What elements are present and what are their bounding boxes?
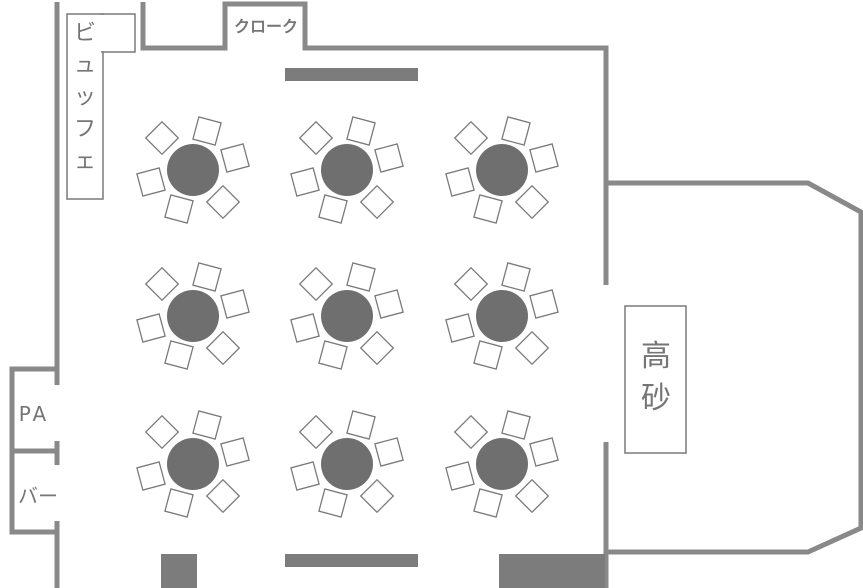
chair [453,266,489,302]
buffet-label-3: ッ [74,85,96,110]
chair [220,289,250,319]
chair [136,167,166,197]
chair [529,143,559,173]
round-table-group [445,410,559,518]
chair [501,116,531,146]
chair [514,330,550,366]
chair [514,184,550,220]
chair [192,410,222,440]
chair [192,262,222,292]
chair [359,184,395,220]
walls [9,1,863,588]
round-table [167,290,219,342]
chair [473,194,503,224]
chair [205,330,241,366]
wall-top-left [140,1,609,285]
buffet-label-2: ュ [74,53,96,78]
chair [220,437,250,467]
chair [359,330,395,366]
chair [318,194,348,224]
chair [164,194,194,224]
chair [514,478,550,514]
chair [205,184,241,220]
chair [298,266,334,302]
chair [374,143,404,173]
round-table-group [136,262,250,370]
bar-label: バー [18,484,58,508]
round-table [321,290,373,342]
buffet-label-4: フ [74,117,96,142]
round-table-group [290,262,404,370]
round-table [476,290,528,342]
wall-bar-room [9,448,57,535]
chair [136,461,166,491]
chair [346,410,376,440]
stage-label-2: 砂 [641,381,671,416]
buffet-counter-extension [101,13,136,53]
chair [529,437,559,467]
pillar-bottom-left [161,554,197,588]
chair [473,340,503,370]
chair [136,313,166,343]
chair [374,437,404,467]
round-table-group [445,116,559,224]
chair [529,289,559,319]
chair [298,414,334,450]
chair [144,120,180,156]
guest-tables [136,116,559,518]
chair [359,478,395,514]
chair [192,116,222,146]
chair [346,262,376,292]
round-table-group [290,410,404,518]
head-table-stage [624,305,687,454]
round-table [476,144,528,196]
chair [445,167,475,197]
chair [453,120,489,156]
round-table [321,438,373,490]
chair [453,414,489,450]
chair [445,313,475,343]
chair [290,461,320,491]
round-table-group [136,116,250,224]
chair [290,167,320,197]
round-table [321,144,373,196]
pillar-bottom-right [499,554,605,588]
round-table [167,438,219,490]
round-table-group [445,262,559,370]
cloak-label: クローク [234,17,298,36]
chair [205,478,241,514]
round-table-group [136,410,250,518]
round-table-group [290,116,404,224]
chair [298,120,334,156]
buffet-counter [66,13,104,200]
screen-bottom [285,554,418,567]
round-table [476,438,528,490]
buffet-label-5: ェ [74,149,96,174]
chair [318,340,348,370]
chair [220,143,250,173]
chair [501,262,531,292]
screen-top [285,68,418,81]
round-table [167,144,219,196]
chair [144,414,180,450]
wall-stage-area [606,180,863,555]
chair [374,289,404,319]
buffet-label-1: ビ [74,21,96,46]
chair [346,116,376,146]
stage-label-1: 高 [641,339,671,374]
chair [164,488,194,518]
pa-label: PA [19,402,49,426]
chair [318,488,348,518]
chair [290,313,320,343]
chair [164,340,194,370]
chair [473,488,503,518]
chair [144,266,180,302]
chair [445,461,475,491]
chair [501,410,531,440]
